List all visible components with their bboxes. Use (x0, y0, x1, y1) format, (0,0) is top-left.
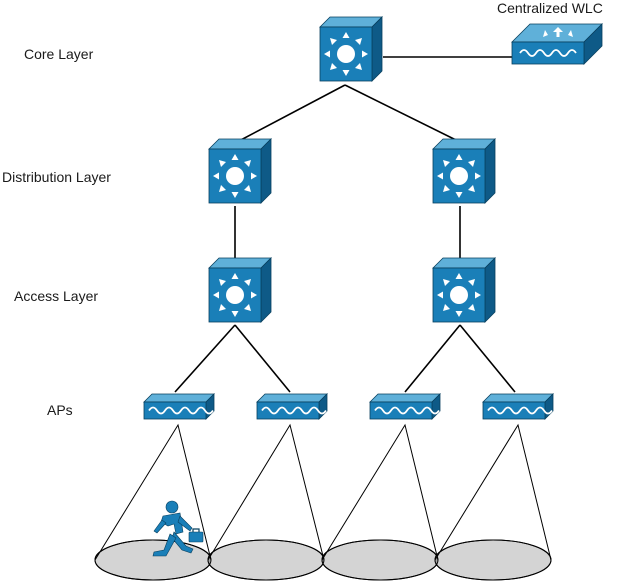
access-layer-label: Access Layer (14, 288, 99, 304)
distribution-switch-left-icon (208, 138, 272, 204)
coverage-areas (94, 539, 552, 581)
access-ap-1-link (174, 324, 236, 393)
access-ap-4-link (459, 324, 516, 393)
access-ap-3-link (404, 324, 461, 393)
core-switch-icon (319, 16, 383, 82)
access-switch-right-icon (432, 257, 496, 323)
access-switch-left-icon (208, 257, 272, 323)
mobile-user-icon (152, 500, 204, 557)
distribution-layer-label: Distribution Layer (2, 169, 111, 185)
network-links (174, 56, 516, 393)
access-point-4-icon (482, 393, 554, 420)
core-layer-label: Core Layer (24, 46, 94, 62)
access-point-3-icon (369, 393, 441, 420)
coverage-cones (94, 423, 552, 561)
core-dist-left-link (236, 84, 346, 143)
access-point-2-icon (256, 393, 328, 420)
distribution-switch-right-icon (432, 138, 496, 204)
access-ap-2-link (234, 324, 291, 393)
core-dist-right-link (344, 84, 461, 143)
wireless-lan-controller-icon (511, 23, 603, 65)
aps-label: APs (47, 402, 73, 418)
access-point-1-icon (143, 393, 215, 420)
centralized-wlc-label: Centralized WLC (497, 0, 603, 16)
